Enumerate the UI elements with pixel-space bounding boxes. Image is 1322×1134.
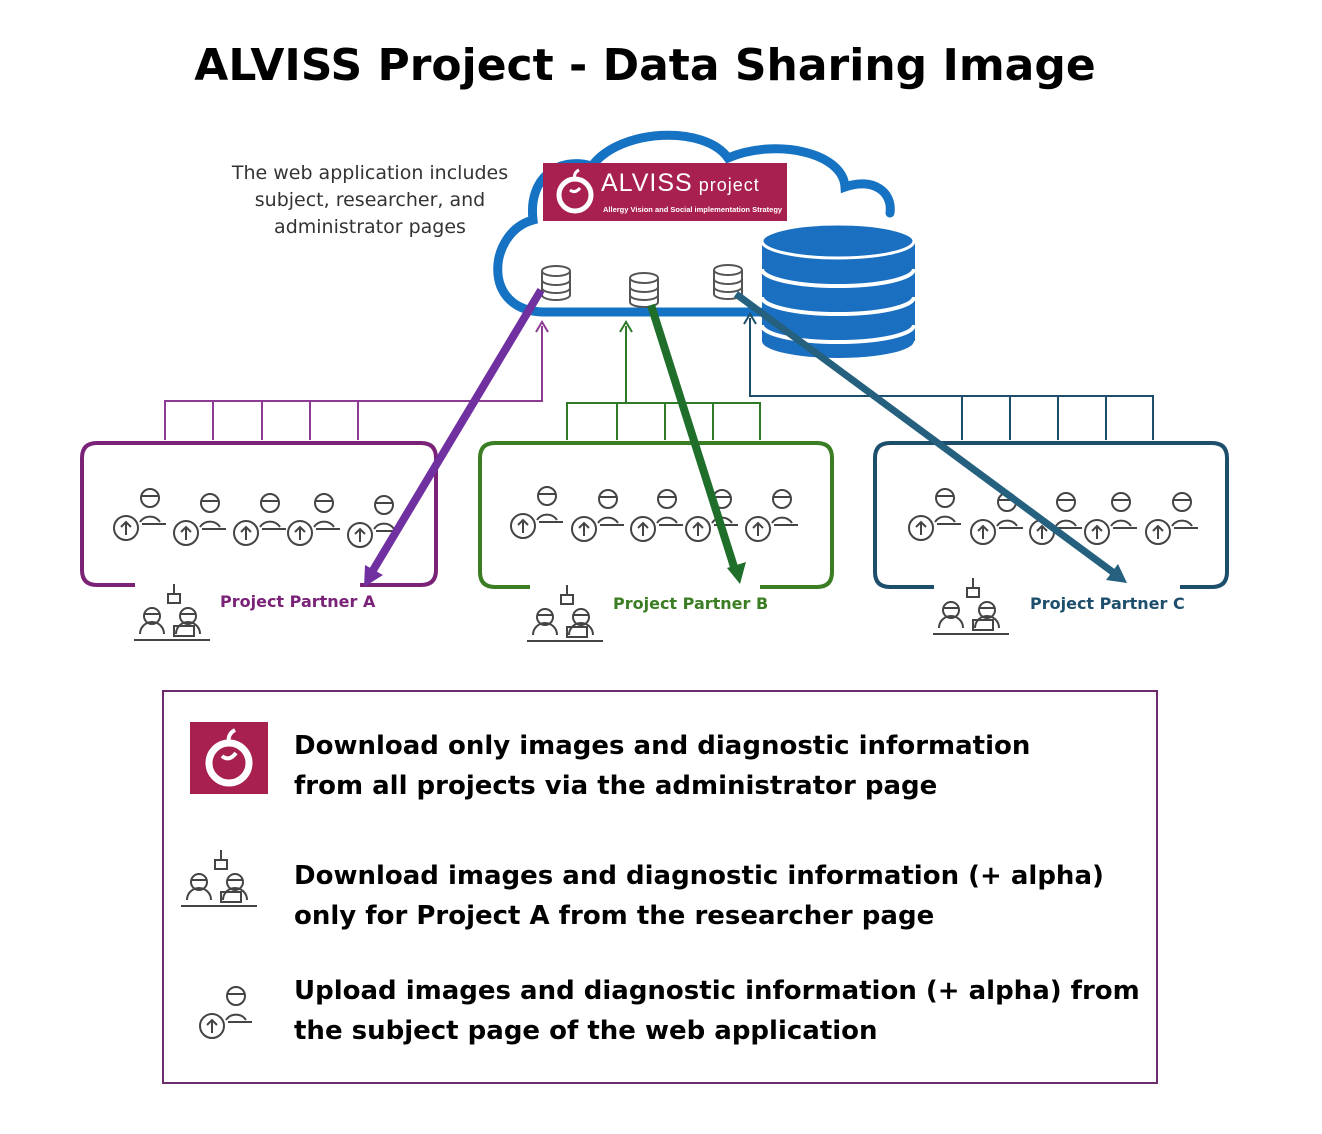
subject-icon: [233, 493, 287, 546]
legend-text: the subject page of the web application: [294, 1016, 878, 1046]
partner-c-label: Project Partner C: [1030, 594, 1185, 613]
subject-icon: [630, 489, 684, 542]
subject-icon: [745, 489, 799, 542]
researcher-desk-icon: [932, 577, 1010, 635]
subject-icon: [908, 488, 962, 541]
central-database-icon: [760, 222, 916, 358]
page-title: ALVISS Project - Data Sharing Image: [194, 40, 1096, 91]
legend-box: Download only images and diagnostic info…: [162, 690, 1158, 1084]
subject-icon: [1084, 492, 1138, 545]
legend-alviss-logo-icon: [190, 722, 268, 794]
download-arrow-a: [364, 287, 545, 587]
subject-icon: [571, 489, 625, 542]
researcher-desk-icon: [133, 583, 211, 641]
researcher-desk-icon: [526, 584, 604, 642]
subject-icon: [287, 493, 341, 546]
legend-item-subject: Upload images and diagnostic information…: [294, 971, 1140, 1051]
download-arrow-c: [733, 291, 1127, 583]
cloud-shape: [493, 130, 895, 317]
logo-brand: ALVISS: [601, 169, 693, 197]
partner-c-box: [873, 441, 1229, 589]
logo-suffix: project: [698, 175, 760, 195]
apple-icon: [556, 168, 594, 214]
database-icon: [541, 265, 571, 301]
partner-b-box: [478, 441, 834, 589]
download-arrow-b: [647, 303, 746, 584]
legend-text: Download only images and diagnostic info…: [294, 731, 1031, 761]
partner-a-box: [80, 441, 438, 587]
legend-text: Upload images and diagnostic information…: [294, 976, 1140, 1006]
partner-c-upload-lines: [743, 312, 1154, 440]
legend-item-admin: Download only images and diagnostic info…: [294, 726, 1030, 806]
web-app-note: The web application includes subject, re…: [231, 162, 509, 238]
partner-b-label: Project Partner B: [613, 594, 769, 613]
database-icon: [629, 272, 659, 308]
legend-item-researcher: Download images and diagnostic informati…: [294, 856, 1104, 936]
partner-a-upload-lines: [164, 320, 549, 440]
partner-b-upload-lines: [566, 320, 761, 440]
partner-a-label: Project Partner A: [220, 592, 376, 611]
legend-text: only for Project A from the researcher p…: [294, 901, 935, 931]
legend-text: Download images and diagnostic informati…: [294, 861, 1104, 891]
subject-icon: [510, 486, 564, 539]
subject-icon: [1145, 492, 1199, 545]
subject-icon: [113, 488, 167, 541]
legend-text: from all projects via the administrator …: [294, 771, 938, 801]
logo-tagline: Allergy Vision and Social implementation…: [603, 205, 783, 214]
subject-icon: [173, 493, 227, 546]
